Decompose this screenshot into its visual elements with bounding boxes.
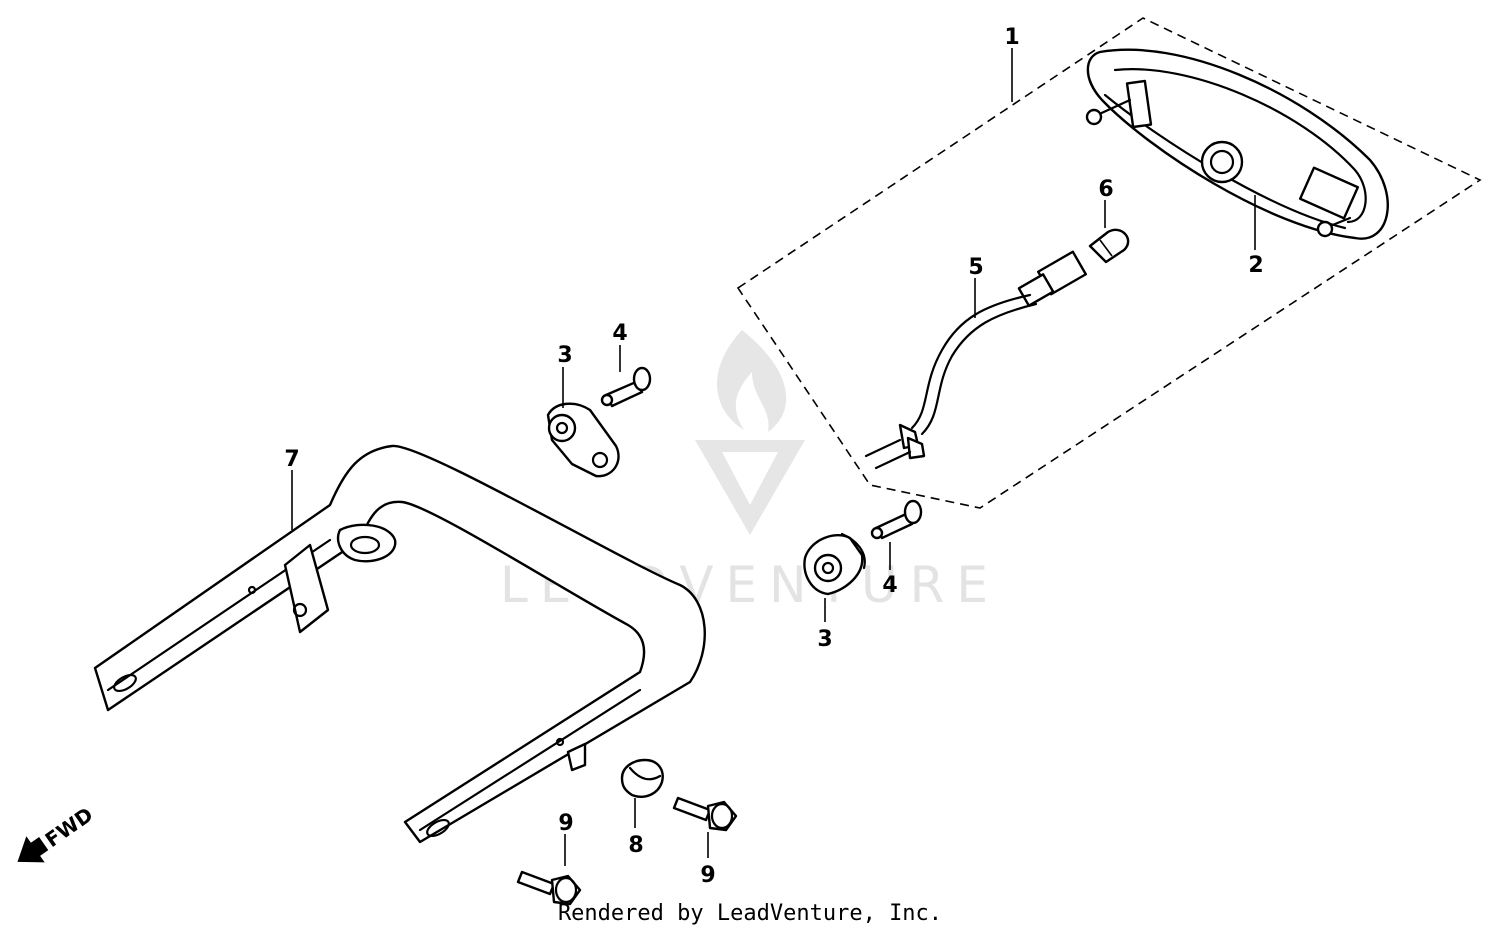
callout-2: 2 (1248, 253, 1263, 278)
watermark-flame-icon (717, 330, 787, 432)
callout-1: 1 (1004, 25, 1019, 50)
bulb (1088, 228, 1130, 264)
collar (620, 758, 664, 798)
grommet-upper (546, 402, 620, 478)
callout-9-right: 9 (700, 863, 715, 888)
callout-4-lower: 4 (882, 573, 897, 598)
callout-4-upper: 4 (612, 321, 627, 346)
callout-8: 8 (628, 833, 643, 858)
leader-lines (291, 48, 1256, 866)
bracket (93, 444, 706, 844)
watermark-v-icon (695, 440, 805, 535)
callout-3-upper: 3 (557, 343, 572, 368)
grommet-lower (803, 532, 866, 596)
callout-6: 6 (1098, 177, 1113, 202)
tail-light-assembly-outline (736, 17, 1482, 509)
bolt-upper (600, 366, 652, 408)
callouts: 1 2 3 4 5 6 7 3 4 8 9 9 (284, 25, 1263, 888)
flange-bolt-right (672, 796, 738, 832)
socket-wire (864, 250, 1088, 470)
credit-text: Rendered by LeadVenture, Inc. (558, 901, 942, 926)
flange-bolt-left (516, 870, 582, 906)
fwd-indicator: FWD (17, 802, 98, 863)
callout-3-lower: 3 (817, 627, 832, 652)
bolt-lower (870, 499, 923, 540)
callout-7: 7 (284, 447, 299, 472)
fwd-arrow-icon (17, 836, 49, 863)
fwd-label: FWD (41, 802, 98, 852)
callout-9-left: 9 (558, 811, 573, 836)
callout-5: 5 (968, 255, 983, 280)
tail-light-housing (1085, 48, 1389, 240)
